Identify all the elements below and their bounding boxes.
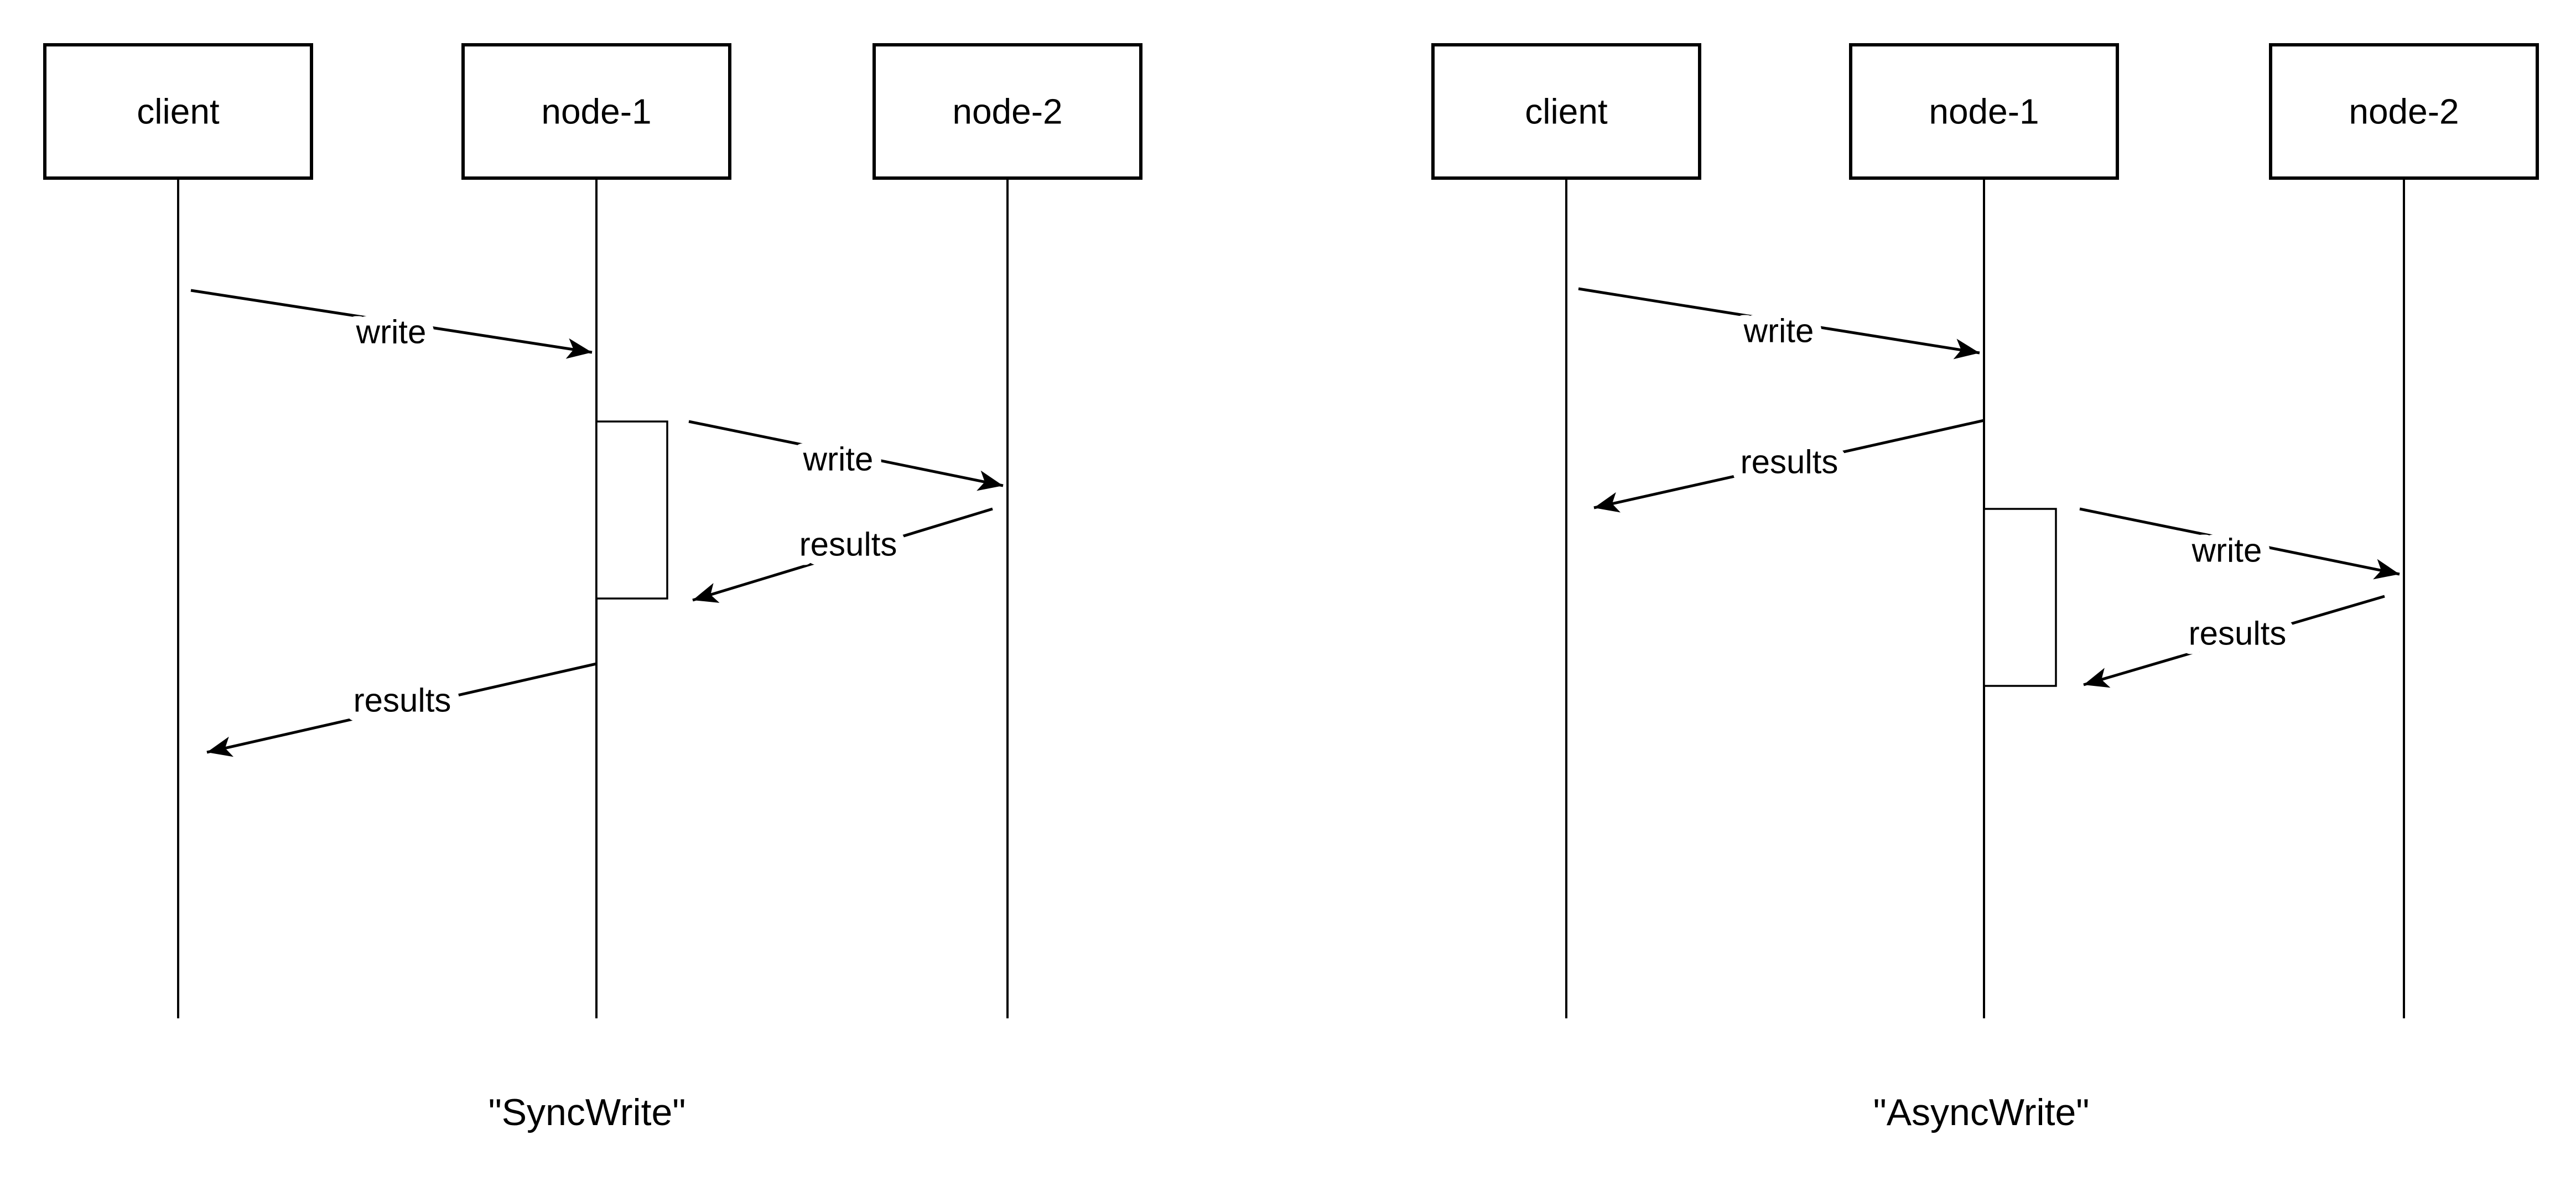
- actor-label-node-1: node-1: [541, 92, 651, 132]
- message-arrow-write: [190, 289, 593, 359]
- message-label-write: write: [356, 314, 427, 351]
- activation-box-node-1: [1983, 508, 2057, 687]
- message-label-results: results: [2189, 615, 2287, 652]
- message-arrow-write: [1578, 287, 1980, 360]
- activation-box-node-1: [595, 420, 668, 600]
- actor-box-node-1: [461, 43, 731, 180]
- actor-box-node-2: [872, 43, 1142, 180]
- message-arrow-results: [692, 507, 993, 603]
- message-arrow-results: [206, 662, 597, 757]
- async-write-diagram: client node-1 node-2 write results write resul…: [1431, 43, 2539, 1133]
- diagram-root: client node-1 node-2 write write results resul…: [43, 43, 2539, 1133]
- sync-write-diagram: client node-1 node-2 write write results resul…: [43, 43, 1142, 1133]
- message-arrow-results: [2083, 595, 2385, 688]
- actor-label-node-2: node-2: [2349, 92, 2459, 132]
- actor-box-node-2: [2269, 43, 2539, 180]
- diagram-caption: "SyncWrite": [489, 1091, 686, 1133]
- diagram-caption: "AsyncWrite": [1873, 1091, 2090, 1133]
- actor-label-node-2: node-2: [952, 92, 1062, 132]
- message-arrow-results: [1593, 419, 1985, 513]
- actor-box-node-1: [1849, 43, 2119, 180]
- message-label-write: write: [1743, 313, 1814, 350]
- actor-box-client: [43, 43, 313, 180]
- actor-label-client: client: [1525, 92, 1608, 132]
- message-label-write: write: [803, 441, 874, 478]
- actor-label-client: client: [137, 92, 220, 132]
- message-arrow-write: [2079, 507, 2400, 580]
- actor-label-node-1: node-1: [1929, 92, 2039, 132]
- message-label-results: results: [354, 682, 451, 719]
- actor-box-client: [1431, 43, 1701, 180]
- message-arrow-write: [688, 420, 1004, 491]
- message-label-write: write: [2191, 532, 2262, 569]
- message-label-results: results: [1741, 444, 1838, 481]
- message-label-results: results: [799, 526, 897, 563]
